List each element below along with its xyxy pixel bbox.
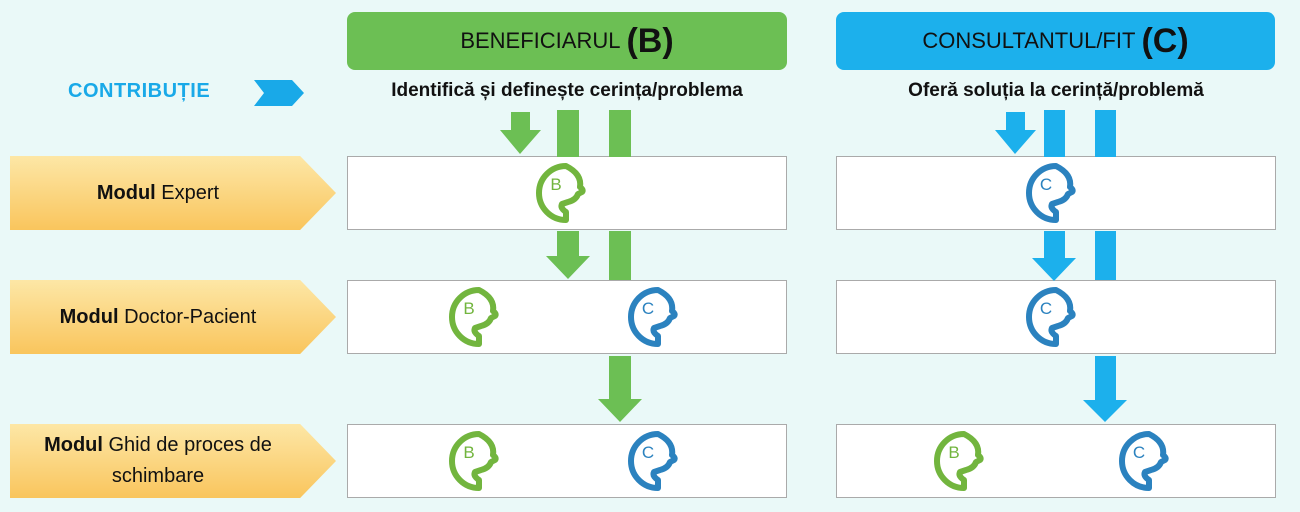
green-bar [557,110,579,157]
blue-bar [1044,110,1065,157]
box-b-doctor [347,280,787,354]
module-label-text: Expert [155,181,220,204]
arrow-down-icon [546,231,590,279]
consultant-subtitle: Oferă soluția la cerință/problemă [908,80,1204,101]
module-label-doctor-pacient: Modul Doctor-Pacient [10,280,336,354]
head-b-icon [449,431,499,491]
head-letter: B [463,443,475,462]
head-c-icon [1026,287,1076,347]
head-b-icon [449,287,499,347]
head-b-icon [536,163,586,223]
module-label-bold: Modul [44,434,103,456]
box-b-ghid [347,424,787,498]
module-label-bold: Modul [59,305,119,328]
beneficiary-header: BENEFICIARUL (B) [347,12,787,70]
beneficiary-header-letter: (B) [626,21,674,60]
beneficiary-subtitle: Identifică și definește cerința/problema [391,80,743,101]
head-letter: C [1039,175,1053,194]
consultant-header-text: CONSULTANTUL/FIT [922,28,1136,53]
head-letter: C [1132,443,1146,462]
head-letter: B [550,175,562,194]
head-c-icon [628,431,678,491]
module-label-text: Ghid de proces de schimbare [102,434,272,487]
module-label-text: Doctor-Pacient [118,305,257,328]
head-c-icon [1026,163,1076,223]
arrow-down-icon [1083,356,1127,422]
head-letter: C [641,299,655,318]
box-c-ghid [836,424,1276,498]
head-c-icon [628,287,678,347]
blue-bar [1095,110,1116,157]
module-label-ghid: Modul Ghid de proces de schimbare [10,424,336,498]
beneficiary-header-text: BENEFICIARUL [460,28,621,53]
chevron-right-icon [254,80,304,106]
arrow-down-icon [598,356,642,422]
contribution-label: CONTRIBUȚIE [68,80,211,102]
head-letter: B [948,443,960,462]
green-bar [609,110,631,157]
arrow-down-icon [995,112,1036,154]
head-c-icon [1119,431,1169,491]
head-b-icon [934,431,984,491]
module-label-expert: Modul Expert [10,156,336,230]
blue-bar [1095,231,1116,280]
head-letter: C [641,443,655,462]
head-letter: B [463,299,475,318]
head-letter: C [1039,299,1053,318]
arrow-down-icon [1032,231,1076,281]
green-bar [609,231,631,280]
consultant-header-letter: (C) [1141,21,1189,60]
arrow-down-icon [500,112,541,154]
consultant-header: CONSULTANTUL/FIT (C) [836,12,1275,70]
module-label-bold: Modul [96,181,156,204]
